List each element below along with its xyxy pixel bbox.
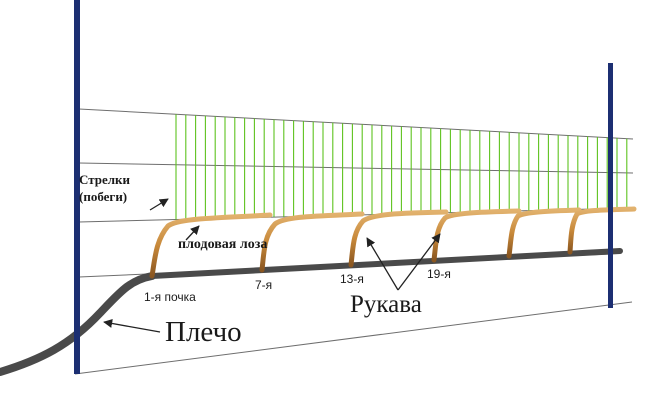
arrow-arm-19 [397,233,441,291]
label-shoulder: Плечо [165,316,242,348]
annotation-arrows [103,198,441,333]
fruit-cane-4 [431,208,522,263]
label-strelki: Стрелки (побеги) [79,171,130,205]
label-bud-7: 7-я [255,278,273,292]
label-bud-19: 19-я [427,267,451,281]
label-fruit-vine: плодовая лоза [178,237,268,252]
fruit-canes [149,206,637,279]
cordon-arm [149,248,623,279]
shoulder-trunk [0,272,156,376]
fruit-cane-6 [567,206,637,255]
trellis-wire-top [78,108,634,140]
fruit-cane-1 [149,212,273,279]
fruit-cane-3 [348,209,449,268]
arrow-shoulder [103,318,161,333]
shoots-group [175,114,628,220]
fruit-cane-5 [506,207,582,259]
arrow-fruit-vine [185,225,200,241]
label-bud-13: 13-я [340,272,364,286]
label-bud-1: 1-я почка [144,290,196,304]
arrow-arm-13 [366,237,399,291]
label-strelki-line1: Стрелки [79,172,131,187]
fruit-cane-2 [259,211,365,273]
label-strelki-line2: (побеги) [79,189,128,204]
arrow-strelki [149,198,169,211]
trellis-post-right [608,63,613,308]
trellis-wire-middle [78,162,634,174]
ground-line [74,301,633,375]
trellis-post-left [74,0,80,374]
label-arms: Рукава [350,291,422,318]
